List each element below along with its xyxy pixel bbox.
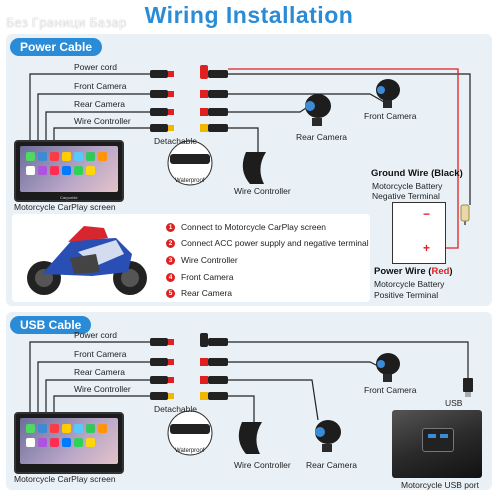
ground-wire-line1: Motorcycle Battery <box>372 181 443 191</box>
waterproof-label: Waterproof <box>175 178 205 184</box>
ground-wire-title: Ground Wire (Black) <box>371 168 463 179</box>
legend-text-4: Front Camera <box>181 272 234 282</box>
battery-icon: − + <box>392 202 446 264</box>
wire-wire-controller <box>53 127 150 144</box>
wire-red-power <box>228 68 459 249</box>
screen-label-power: Motorcycle CarPlay screen <box>14 202 116 212</box>
usb-cable-pill: USB Cable <box>10 316 92 334</box>
usb-label: USB <box>445 398 463 408</box>
legend-num-3: 3 <box>166 256 175 265</box>
power-cord-label: Power cord <box>74 62 117 72</box>
front-camera-device-icon <box>376 79 400 108</box>
power-wire-title: Power Wire (Red) <box>374 266 453 277</box>
legend-num-1: 1 <box>166 223 175 232</box>
wire-rear-cam <box>228 107 307 113</box>
legend-num-4: 4 <box>166 273 175 282</box>
wire-front-camera <box>37 93 150 144</box>
front-camera-label: Front Camera <box>74 81 127 91</box>
wire-controller-device-label: Wire Controller <box>234 186 291 196</box>
usb-port-label: Motorcycle USB port <box>401 480 479 490</box>
wire-rear-camera <box>45 111 150 144</box>
legend-num-5: 5 <box>166 289 175 298</box>
ground-wire-line2: Negative Terminal <box>372 191 440 201</box>
connectors-right <box>200 65 228 132</box>
motorcycle-illustration <box>27 226 147 295</box>
battery-minus: − <box>423 207 431 221</box>
screen-brand: Carpuride <box>60 195 78 200</box>
usb-waterproof-label: Waterproof <box>175 448 205 454</box>
battery-plus: + <box>423 241 431 255</box>
wire-power-cord <box>29 73 150 144</box>
usb-power-cord-label: Power cord <box>74 330 117 340</box>
usb-rear-camera-label: Rear Camera <box>74 367 126 377</box>
front-camera-device-label: Front Camera <box>364 111 417 121</box>
power-wire-line1: Motorcycle Battery <box>374 279 445 289</box>
rear-camera-label: Rear Camera <box>74 99 126 109</box>
carplay-screen-usb <box>14 412 124 474</box>
legend-text-5: Rear Camera <box>181 288 233 298</box>
usb-detachable-label: Detachable <box>154 404 198 414</box>
usb-screen-label: Motorcycle CarPlay screen <box>14 474 116 484</box>
usb-wire-controller-label: Wire Controller <box>74 384 131 394</box>
wire-power-to-battery <box>228 73 471 205</box>
rear-camera-device-icon <box>305 94 331 126</box>
usb-wire-controller-device-label: Wire Controller <box>234 460 291 470</box>
connectors-left <box>150 70 174 132</box>
power-cable-pill: Power Cable <box>10 38 103 56</box>
fuse-icon <box>460 204 470 222</box>
wire-controller <box>228 127 259 152</box>
usb-port-photo <box>392 410 482 478</box>
wire-controller-label: Wire Controller <box>74 116 131 126</box>
legend-text-2: Connect ACC power supply and negative te… <box>181 238 369 248</box>
power-wire-line2: Positive Terminal <box>374 290 439 300</box>
detachable-label: Detachable <box>154 136 198 146</box>
usb-rear-camera-device-label: Rear Camera <box>306 460 358 470</box>
usb-front-camera-label: Front Camera <box>74 349 127 359</box>
rear-camera-device-label: Rear Camera <box>296 132 348 142</box>
page-title: Wiring Installation <box>144 2 354 28</box>
carplay-screen-power: Carpuride <box>14 140 124 202</box>
wire-front-cam <box>228 93 385 103</box>
watermark: Без Граници Базар <box>6 16 127 30</box>
legend-num-2: 2 <box>166 239 175 248</box>
legend-text-1: Connect to Motorcycle CarPlay screen <box>181 222 327 232</box>
wire-controller-device-icon <box>242 152 266 184</box>
legend-box <box>12 214 370 302</box>
usb-front-camera-device-label: Front Camera <box>364 385 417 395</box>
legend-text-3: Wire Controller <box>181 255 238 265</box>
